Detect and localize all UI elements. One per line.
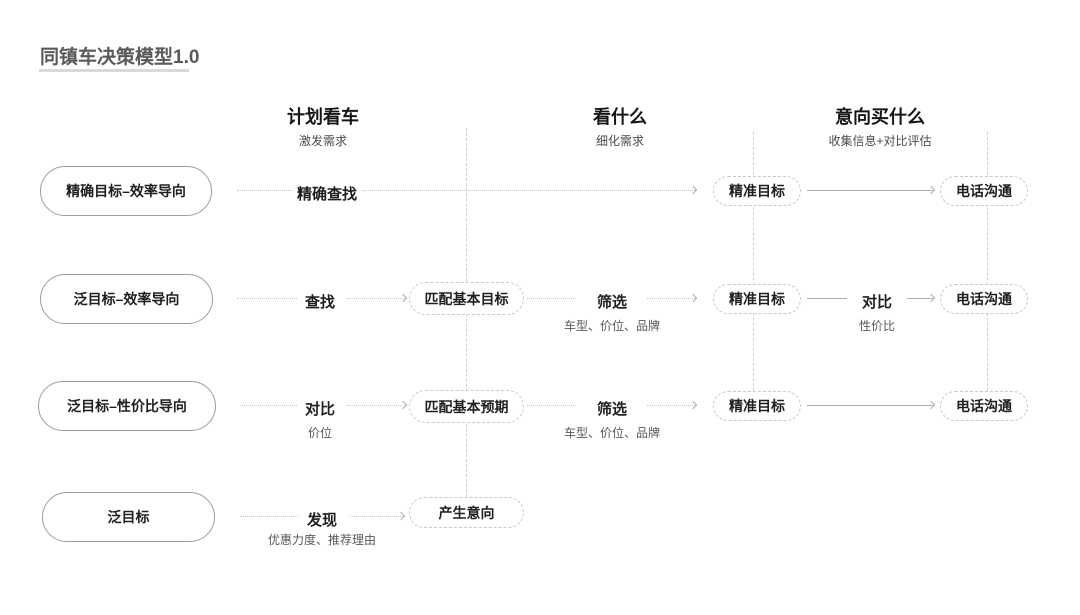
title-underline	[39, 69, 189, 72]
target-pill: 精准目标	[713, 176, 801, 206]
connector-dotted-arrow	[350, 516, 403, 517]
action-label: 查找	[304, 294, 335, 311]
filter-label: 筛选	[596, 401, 627, 418]
connector-dotted	[237, 298, 297, 299]
contact-pill: 电话沟通	[940, 391, 1028, 421]
guide-line-contact-column	[987, 132, 988, 406]
column-subheader-what-to-see: 细化需求	[595, 134, 644, 148]
connector-dotted	[527, 405, 576, 406]
connector-dotted	[240, 405, 297, 406]
connector-dotted-arrow	[647, 298, 695, 299]
connector-solid-arrow	[807, 190, 933, 191]
action-note: 优惠力度、推荐理由	[267, 533, 376, 547]
connector-dotted	[237, 190, 293, 191]
persona-pill: 泛目标–性价比导向	[38, 381, 216, 431]
column-header-plan: 计划看车	[287, 107, 359, 127]
page-title: 同镇车决策模型1.0	[40, 47, 200, 68]
connector-dotted-arrow	[363, 190, 695, 191]
contact-pill: 电话沟通	[940, 284, 1028, 314]
guide-line-match-column	[466, 128, 467, 512]
match-pill: 匹配基本预期	[409, 390, 524, 423]
action-label: 发现	[306, 512, 337, 529]
connector-dotted	[240, 516, 298, 517]
target-pill: 精准目标	[713, 391, 801, 421]
connector-solid	[807, 298, 847, 299]
persona-pill: 精确目标–效率导向	[40, 166, 212, 216]
column-subheader-intent: 收集信息+对比评估	[828, 134, 932, 148]
target-pill: 精准目标	[713, 284, 801, 314]
filter-note: 车型、价位、品牌	[563, 426, 660, 440]
connector-dotted-arrow	[347, 298, 405, 299]
column-header-intent: 意向买什么	[835, 107, 925, 127]
column-subheader-plan: 激发需求	[298, 134, 347, 148]
action-note: 价位	[307, 426, 332, 440]
filter-label: 筛选	[596, 294, 627, 311]
guide-line-target-column	[753, 132, 754, 406]
compare-note: 性价比	[858, 319, 895, 333]
connector-solid-arrow	[907, 298, 933, 299]
action-label: 精确查找	[296, 186, 357, 203]
compare-label: 对比	[861, 294, 892, 311]
persona-pill: 泛目标–效率导向	[40, 274, 213, 324]
filter-note: 车型、价位、品牌	[563, 319, 660, 333]
connector-dotted	[527, 298, 576, 299]
connector-dotted-arrow	[647, 405, 695, 406]
connector-dotted-arrow	[347, 405, 405, 406]
action-label: 对比	[304, 401, 335, 418]
column-header-what-to-see: 看什么	[593, 107, 647, 127]
outcome-pill: 产生意向	[409, 497, 524, 528]
connector-solid-arrow	[807, 405, 933, 406]
contact-pill: 电话沟通	[940, 176, 1028, 206]
match-pill: 匹配基本目标	[409, 282, 524, 315]
persona-pill: 泛目标	[42, 492, 215, 542]
